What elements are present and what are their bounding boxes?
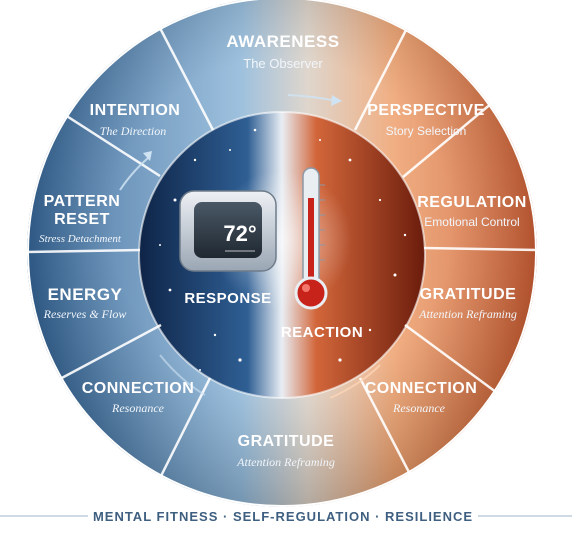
sparkles [159,128,407,371]
segment-subtitle: Resonance [392,401,446,415]
segment-subtitle: Attention Reframing [418,307,517,321]
segment-subtitle: The Direction [100,124,167,138]
segment-title-line2: RESET [54,211,110,228]
segment-title: CONNECTION [365,380,478,397]
segment-subtitle: The Observer [243,56,323,71]
segment-perspective: PERSPECTIVE Story Selection [367,102,485,138]
arrow-head-left [143,151,152,161]
segment-awareness: AWARENESS The Observer [226,32,339,71]
reaction-label: REACTION [281,324,363,341]
segment-title: AWARENESS [226,32,339,51]
arrow-awareness-to-perspective [287,94,333,101]
segment-dividers [26,27,538,479]
thermostat: 72° [179,190,277,272]
thermostat-value: 72° [223,221,256,246]
response-label: RESPONSE [184,290,271,307]
segment-gratitude-bottom: GRATITUDE Attention Reframing [236,433,335,469]
inner-disk-border [138,111,426,399]
arrow-head-top [331,95,342,106]
thermostat-screen [194,202,262,258]
segment-title: PERSPECTIVE [367,102,485,119]
segment-regulation: REGULATION Emotional Control [417,194,527,229]
segment-title: GRATITUDE [420,286,517,303]
footer-tagline: MENTAL FITNESS · SELF-REGULATION · RESIL… [93,509,473,524]
flow-arrows [119,94,381,399]
segment-subtitle: Reserves & Flow [43,307,127,321]
segment-title: INTENTION [90,102,181,119]
segment-gratitude-right: GRATITUDE Attention Reframing [418,286,517,321]
segment-subtitle: Attention Reframing [236,455,335,469]
segment-subtitle: Story Selection [386,124,467,138]
footer: MENTAL FITNESS · SELF-REGULATION · RESIL… [0,509,572,524]
segment-connection-right: CONNECTION Resonance [365,380,478,415]
segment-connection-left: CONNECTION Resonance [82,380,195,415]
segment-pattern-reset: PATTERN RESET Stress Detachment [39,193,122,245]
segment-energy: ENERGY Reserves & Flow [43,285,127,321]
segment-title-line1: PATTERN [44,193,121,210]
arrow-bottom-arc [159,354,206,396]
thermometer-icon [294,167,328,310]
segment-title: REGULATION [417,194,527,211]
segment-title: CONNECTION [82,380,195,397]
segment-title: ENERGY [48,285,123,304]
segment-intention: INTENTION The Direction [90,102,181,138]
segment-subtitle: Stress Detachment [39,233,122,245]
segment-title: GRATITUDE [238,433,335,450]
segment-subtitle: Emotional Control [424,215,519,229]
arrow-bottom-right-arc [329,364,381,399]
arrow-intention-arc [119,157,149,191]
segment-subtitle: Resonance [111,401,165,415]
